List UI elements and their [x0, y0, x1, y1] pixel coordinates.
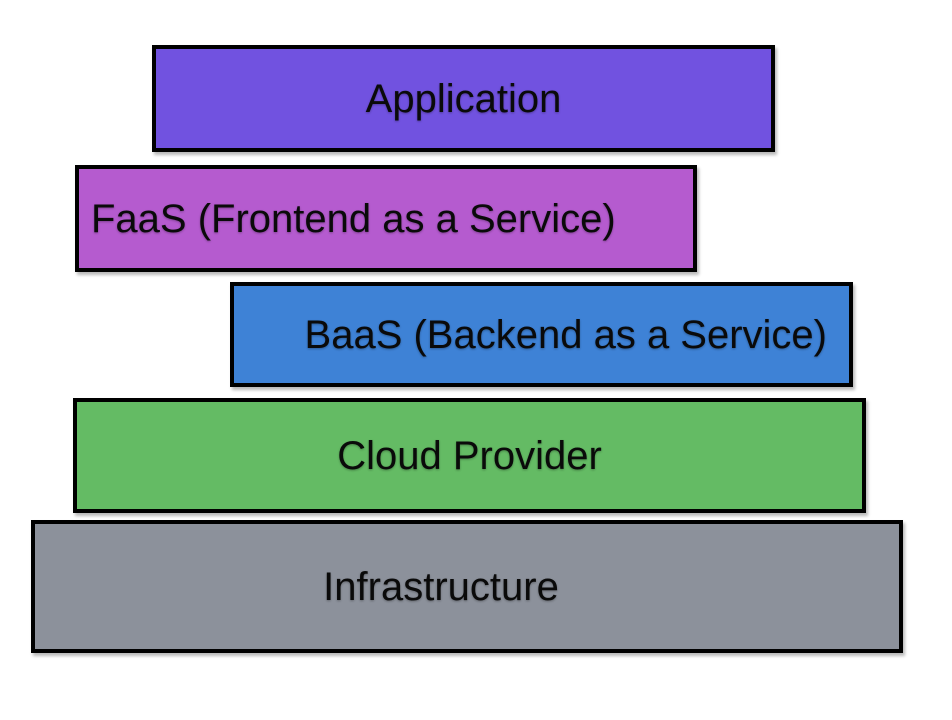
layer-label-application: Application	[365, 76, 562, 121]
layer-box-application: Application	[152, 45, 775, 152]
layer-label-faas: FaaS (Frontend as a Service)	[91, 196, 616, 241]
layer-box-cloud-provider: Cloud Provider	[73, 398, 866, 513]
layer-box-baas: BaaS (Backend as a Service)	[230, 282, 853, 387]
layer-label-infrastructure: Infrastructure	[323, 564, 559, 609]
layer-box-infrastructure: Infrastructure	[31, 520, 903, 653]
layer-label-cloud-provider: Cloud Provider	[337, 433, 602, 478]
layer-label-baas: BaaS (Backend as a Service)	[304, 312, 827, 357]
layer-box-faas: FaaS (Frontend as a Service)	[75, 165, 697, 272]
